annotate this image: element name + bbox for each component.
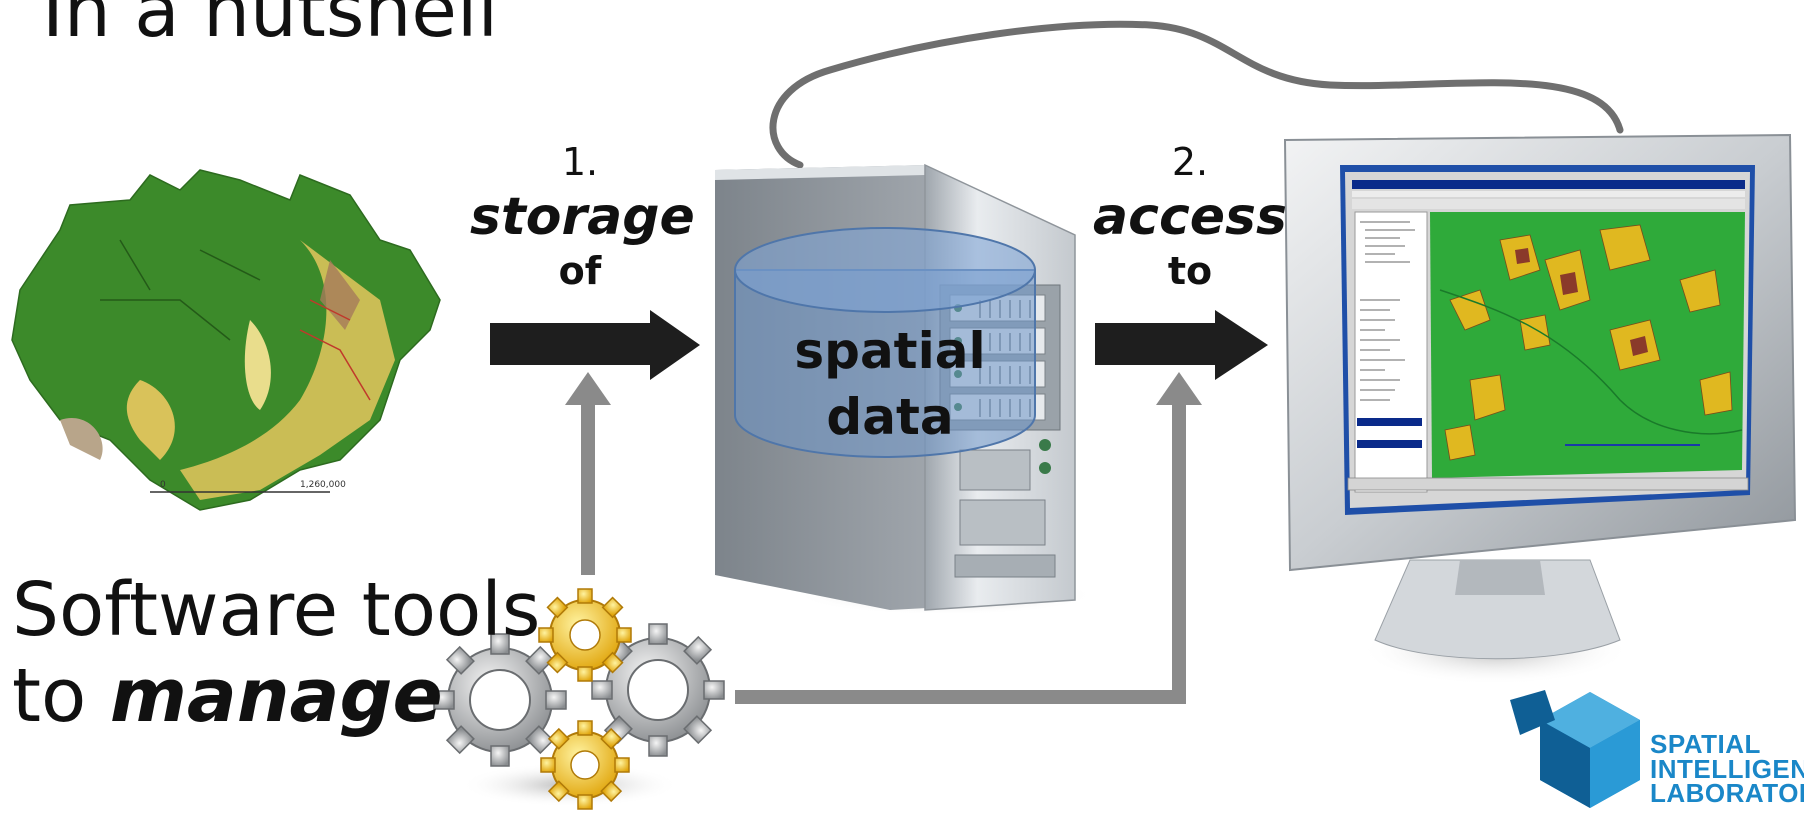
manage-arrows bbox=[565, 372, 1202, 704]
software-line1: Software tools bbox=[12, 567, 541, 653]
logo-line3: LABORATORY bbox=[1650, 778, 1804, 809]
step-preposition: to bbox=[1167, 248, 1213, 293]
step-verb: storage bbox=[470, 186, 695, 247]
svg-text:1,260,000: 1,260,000 bbox=[300, 480, 346, 490]
logo-line2: INTELLIGENCE bbox=[1650, 753, 1804, 784]
gears-icon bbox=[433, 588, 725, 810]
spatial-intelligence-lab-logo-icon bbox=[1510, 690, 1640, 808]
logo-wordmark: SPATIAL INTELLIGENCE LABORATORY bbox=[1650, 729, 1804, 809]
access-arrow bbox=[1095, 310, 1268, 380]
step-preposition: of bbox=[558, 248, 602, 293]
step-verb: access bbox=[1093, 186, 1287, 247]
spatial-data-cylinder bbox=[734, 227, 1036, 458]
computer-monitor-icon bbox=[1283, 133, 1797, 685]
page-title: In a nutshell bbox=[42, 0, 499, 54]
cylinder-label-line2: data bbox=[826, 388, 954, 446]
software-tools-caption: Software tools to manage bbox=[12, 567, 541, 740]
step-number: 2. bbox=[1171, 140, 1209, 184]
step-storage-label: 1. storage of bbox=[470, 140, 695, 295]
brazil-amazon-map-icon: 0 1,260,000 bbox=[11, 169, 441, 511]
software-line2-prefix: to bbox=[12, 652, 110, 739]
svg-text:0: 0 bbox=[160, 480, 166, 490]
cylinder-label-line1: spatial bbox=[794, 322, 986, 380]
network-cable bbox=[769, 20, 1624, 169]
step-access-label: 2. access to bbox=[1080, 140, 1300, 295]
storage-arrow bbox=[490, 310, 700, 380]
spatial-data-label: spatial data bbox=[760, 318, 1020, 450]
step-number: 1. bbox=[561, 140, 599, 184]
software-line2: to manage bbox=[12, 652, 540, 740]
logo-line1: SPATIAL bbox=[1650, 729, 1761, 759]
software-line2-emphasis: manage bbox=[109, 652, 443, 739]
